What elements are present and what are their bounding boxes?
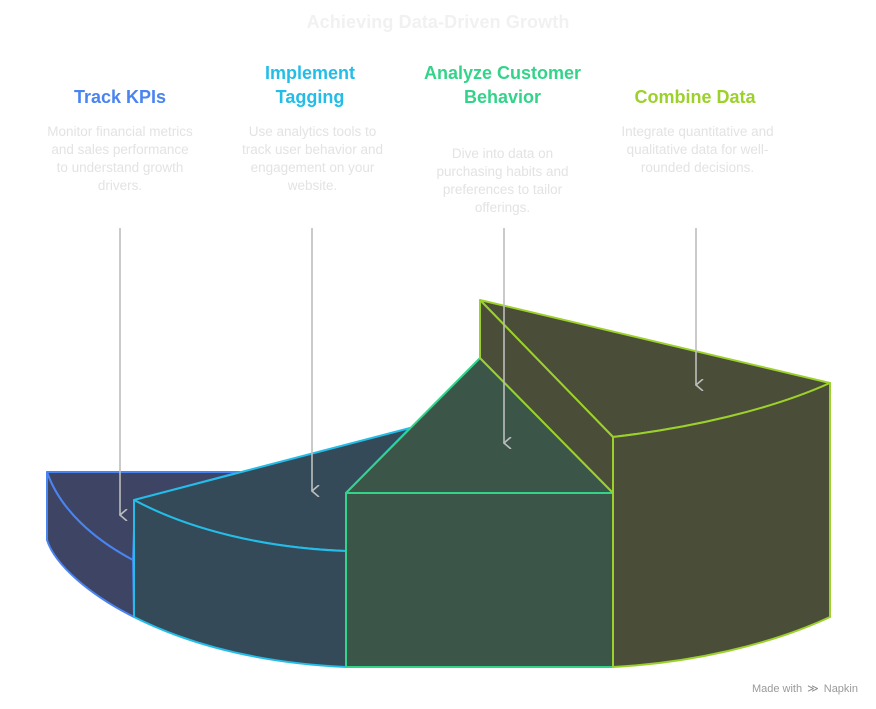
diagram-title: Achieving Data-Driven Growth	[306, 12, 570, 32]
segment-analyze-customer-behavior-side	[345, 492, 614, 668]
segment-combine-data	[479, 299, 831, 668]
made-with-label: Made with	[751, 683, 803, 695]
heading-analyze-customer-behavior: Analyze Customer Behavior	[423, 63, 582, 107]
description-track-kpis: Monitor financial metrics and sales perf…	[47, 124, 193, 193]
napkin-logo-icon: ≫	[807, 683, 819, 695]
made-with-napkin: Made with ≫ Napkin	[752, 682, 858, 695]
heading-implement-tagging: Implement Tagging	[264, 63, 356, 107]
description-analyze-customer-behavior: Dive into data on purchasing habits and …	[436, 146, 569, 215]
heading-combine-data: Combine Data	[634, 87, 756, 107]
segment-combine-data-side	[612, 382, 831, 668]
napkin-brand-label: Napkin	[823, 683, 858, 695]
description-implement-tagging: Use analytics tools to track user behavi…	[241, 124, 384, 193]
heading-track-kpis: Track KPIs	[73, 87, 167, 107]
description-combine-data: Integrate quantitative and qualitative d…	[621, 124, 774, 175]
